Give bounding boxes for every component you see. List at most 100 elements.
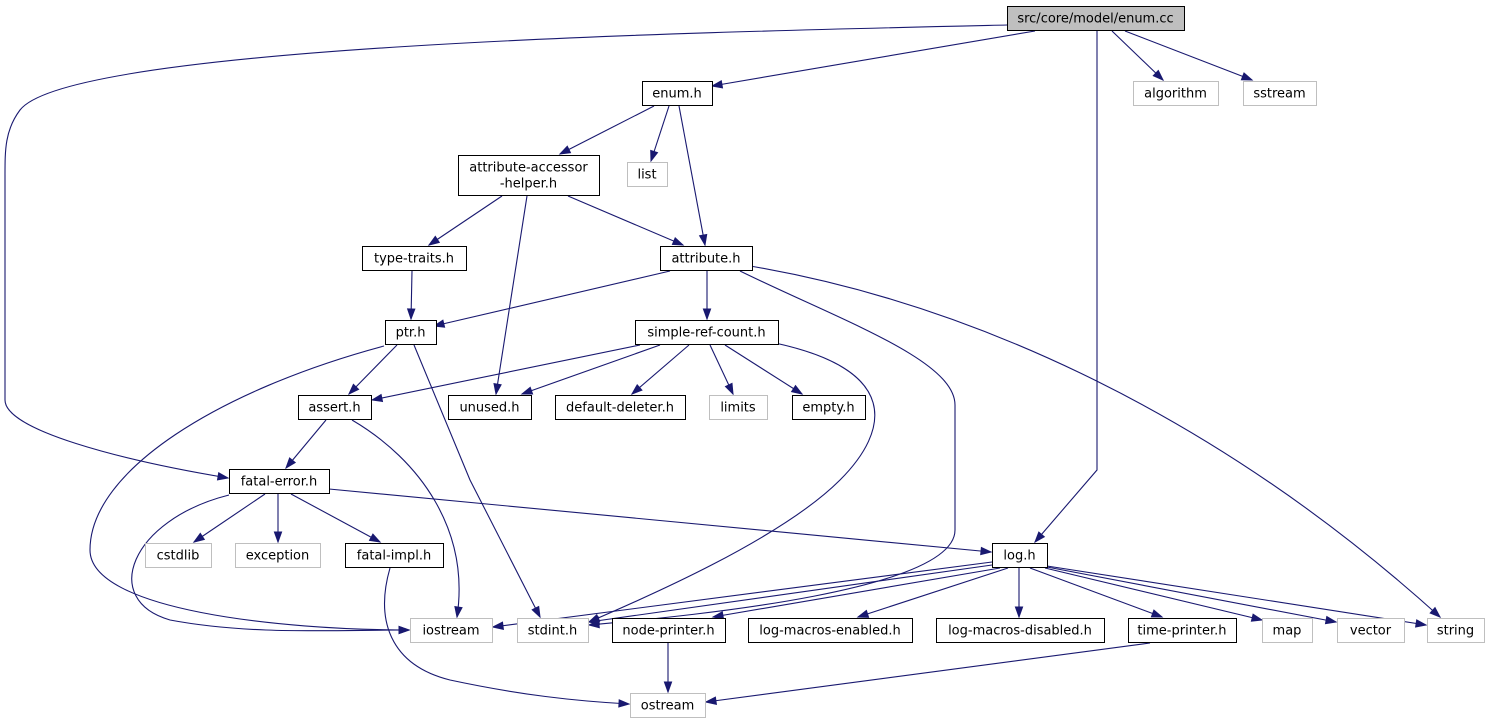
node-label: attribute.h (671, 252, 740, 267)
node-enum-cc[interactable]: src/core/model/enum.cc (1007, 6, 1185, 31)
node-empty-h[interactable]: empty.h (792, 395, 866, 420)
node-attr-acc[interactable]: attribute-accessor-helper.h (458, 155, 600, 196)
edge-line (492, 561, 993, 628)
edge-arrowhead (663, 681, 673, 694)
node-fatal-impl[interactable]: fatal-impl.h (345, 543, 444, 568)
edge-line (521, 344, 661, 395)
edge-line (413, 344, 541, 618)
edge-arrowhead (704, 696, 717, 705)
edge-arrowhead (1429, 606, 1442, 618)
node-label: algorithm (1144, 87, 1207, 102)
node-label: ostream (641, 699, 695, 714)
node-type-traits[interactable]: type-traits.h (362, 246, 467, 271)
node-label: default-deleter.h (566, 401, 674, 416)
node-iostream[interactable]: iostream (410, 618, 493, 643)
node-box (635, 320, 779, 345)
node-string[interactable]: string (1427, 618, 1485, 643)
edge-line (705, 642, 1151, 703)
edge-line (433, 270, 671, 327)
node-cstdlib[interactable]: cstdlib (145, 543, 212, 568)
edge-arrowhead (558, 145, 572, 155)
node-log-macros-en[interactable]: log-macros-enabled.h (748, 618, 913, 643)
node-box (385, 320, 437, 345)
edge-enum_h-to-list (650, 105, 670, 163)
node-box (660, 246, 753, 271)
edge-arrowhead (491, 621, 504, 630)
edge-simple_ref-to-assert_h (370, 344, 641, 403)
node-label: map (1273, 624, 1302, 639)
edge-line (193, 493, 266, 543)
edge-arrowhead (216, 472, 230, 481)
node-box (1262, 618, 1313, 643)
node-ptr-h[interactable]: ptr.h (385, 320, 437, 345)
edge-line (1046, 565, 1427, 626)
node-box (630, 693, 706, 718)
edge-line (328, 488, 992, 553)
edge-line (559, 105, 655, 155)
node-label: empty.h (802, 401, 854, 416)
edge-attr_acc-to-unused_h (493, 195, 528, 396)
node-default-deleter[interactable]: default-deleter.h (555, 395, 686, 420)
edge-line (428, 195, 503, 246)
edge-line (857, 567, 1009, 618)
node-label: stdint.h (528, 624, 577, 639)
node-label: log.h (1003, 549, 1035, 564)
node-simple-ref[interactable]: simple-ref-count.h (635, 320, 779, 345)
node-log-macros-dis[interactable]: log-macros-disabled.h (936, 618, 1105, 643)
node-label: string (1437, 624, 1474, 639)
node-log-h[interactable]: log.h (992, 543, 1048, 568)
node-box (298, 395, 372, 420)
node-attribute-h[interactable]: attribute.h (660, 246, 753, 271)
node-map[interactable]: map (1262, 618, 1313, 643)
edge-arrowhead (1150, 609, 1164, 618)
edge-arrowhead (710, 80, 724, 89)
node-box (642, 81, 713, 106)
node-ostream[interactable]: ostream (630, 693, 706, 718)
edge-assert_h-to-fatal_error (285, 419, 327, 470)
node-sstream[interactable]: sstream (1243, 81, 1317, 106)
edge-node_printer-to-ostream (663, 643, 673, 694)
node-box (1243, 81, 1317, 106)
node-label: src/core/model/enum.cc (1017, 12, 1173, 27)
edge-arrowhead (368, 533, 382, 543)
edge-line (1046, 566, 1337, 623)
node-label: unused.h (459, 401, 519, 416)
edge-line (567, 195, 684, 246)
node-label: sstream (1253, 87, 1305, 102)
edge-line (89, 345, 410, 631)
node-box (235, 543, 321, 568)
node-enum-h[interactable]: enum.h (642, 81, 713, 106)
edge-arrowhead (702, 308, 712, 321)
edge-arrowhead (192, 532, 206, 543)
edge-attr_acc-to-type_traits (427, 195, 503, 246)
node-label: fatal-error.h (241, 475, 318, 490)
node-box (1128, 618, 1237, 643)
edges-layer (4, 24, 1442, 708)
node-box (448, 395, 532, 420)
edge-arrowhead (1014, 606, 1024, 619)
node-list[interactable]: list (627, 162, 668, 187)
edge-simple_ref-to-empty_h (724, 344, 804, 395)
node-limits[interactable]: limits (709, 395, 768, 420)
node-label: attribute-accessor (469, 161, 588, 176)
node-stdint[interactable]: stdint.h (517, 618, 589, 643)
node-algorithm[interactable]: algorithm (1133, 81, 1219, 106)
node-vector[interactable]: vector (1337, 618, 1405, 643)
edge-simple_ref-to-default_deleter (630, 344, 690, 395)
node-time-printer[interactable]: time-printer.h (1128, 618, 1237, 643)
node-box (709, 395, 768, 420)
node-label: ptr.h (396, 326, 426, 341)
node-box (145, 543, 212, 568)
edge-line (371, 344, 641, 401)
node-exception[interactable]: exception (235, 543, 321, 568)
node-fatal-error[interactable]: fatal-error.h (229, 469, 330, 494)
edge-enum_h-to-attribute_h (678, 105, 708, 247)
edge-arrowhead (618, 699, 631, 708)
edge-simple_ref-to-limits (709, 344, 734, 396)
node-node-printer[interactable]: node-printer.h (612, 618, 726, 643)
edge-line (678, 105, 706, 246)
node-assert-h[interactable]: assert.h (298, 395, 372, 420)
edge-line (631, 344, 690, 395)
edge-enum_cc-to-algorithm (1111, 30, 1165, 82)
node-unused-h[interactable]: unused.h (448, 395, 532, 420)
